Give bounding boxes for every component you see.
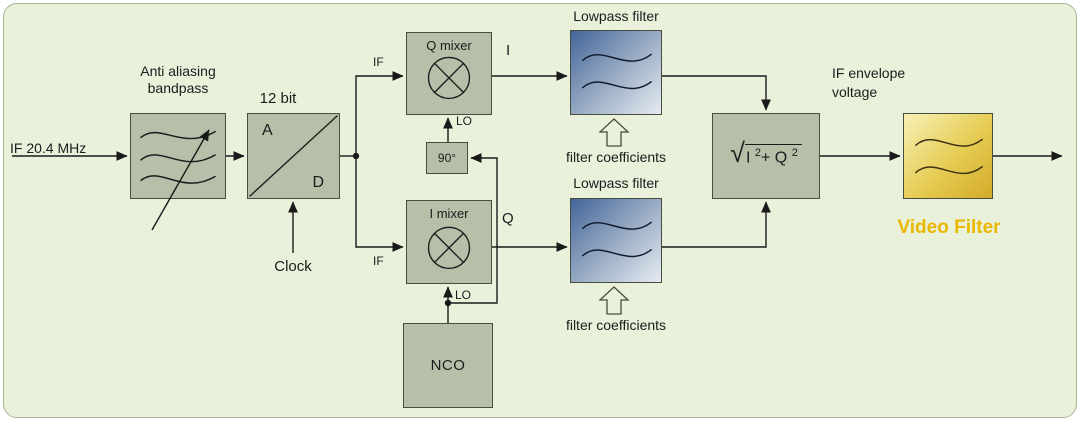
q-mixer-block: Q mixer <box>406 32 492 115</box>
i-output-label: I <box>506 42 511 59</box>
bandpass-title-line1: Anti aliasing <box>140 63 216 79</box>
nco-block: NCO <box>403 323 493 408</box>
bandpass-filter-block <box>130 113 226 199</box>
if-top-label: IF <box>373 55 384 69</box>
nco-label: NCO <box>430 357 466 374</box>
lpf-top-title: Lowpass filter <box>573 8 659 24</box>
adc-d-label: D <box>312 174 324 191</box>
i-mixer-block: I mixer <box>406 200 492 284</box>
filter-curves-icon <box>140 130 216 184</box>
adc-block: A D <box>247 113 340 199</box>
clock-label: Clock <box>274 258 312 275</box>
if-bottom-label: IF <box>373 254 384 268</box>
bandpass-title-line2: bandpass <box>147 80 209 96</box>
q-output-label: Q <box>502 210 514 227</box>
video-filter-label: Video Filter <box>897 217 1001 238</box>
formula-sup1: 2 <box>754 147 762 160</box>
filter-curves-icon <box>582 53 652 90</box>
coeff-bottom-label: filter coefficients <box>565 317 667 333</box>
lpf-bottom-title: Lowpass filter <box>573 175 659 191</box>
lo-bottom-label: LO <box>455 288 472 302</box>
adc-diagonal-icon <box>249 115 338 197</box>
adc-a-label: A <box>262 122 273 139</box>
lowpass-filter-bottom-block <box>570 198 662 283</box>
video-filter-block <box>903 113 993 199</box>
magnitude-block: √I 2+ Q 2 <box>712 113 820 199</box>
bandpass-title: Anti aliasing bandpass <box>118 63 238 97</box>
coeff-top-label: filter coefficients <box>565 149 667 165</box>
phase-shifter-block: 90° <box>426 142 468 174</box>
lowpass-filter-top-block <box>570 30 662 115</box>
q-mixer-label: Q mixer <box>426 38 472 53</box>
envelope-label-line2: voltage <box>832 84 878 100</box>
radical-sign: √ <box>730 137 745 168</box>
formula-term2: + Q <box>761 149 788 167</box>
formula-sup2: 2 <box>791 147 798 160</box>
mixer-icon <box>427 56 471 100</box>
mixer-icon <box>427 226 471 270</box>
formula-term1: I <box>745 149 751 167</box>
input-signal-label: IF 20.4 MHz <box>10 140 87 156</box>
lo-top-label: LO <box>456 114 473 128</box>
magnitude-formula: √I 2+ Q 2 <box>713 114 819 198</box>
filter-curves-icon <box>582 221 652 258</box>
adc-bits-label: 12 bit <box>259 90 297 107</box>
envelope-label-line1: IF envelope <box>832 65 906 81</box>
envelope-label: IF envelope voltage <box>832 64 905 102</box>
filter-curves-icon <box>915 138 983 175</box>
phase-shifter-label: 90° <box>437 151 457 165</box>
